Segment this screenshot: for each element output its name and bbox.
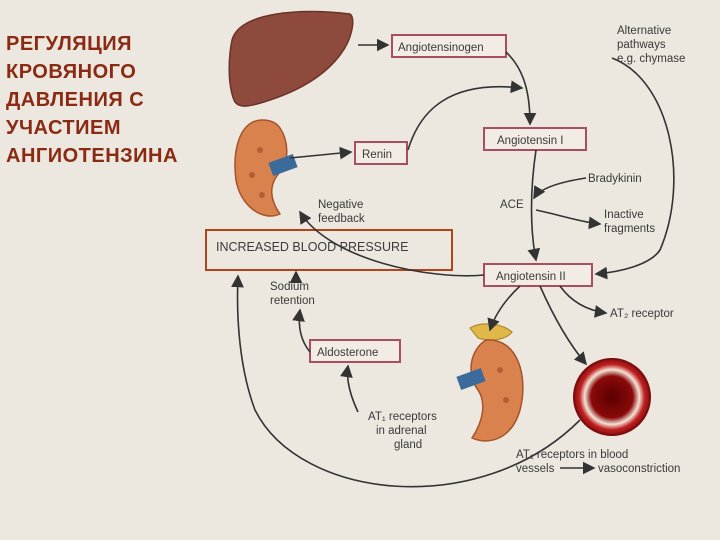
aldosterone-label: Aldosterone	[317, 347, 378, 359]
page-title: РЕГУЛЯЦИЯ КРОВЯНОГО ДАВЛЕНИЯ С УЧАСТИЕМ …	[6, 30, 206, 170]
at1-vessels-line: AT₁ receptors in blood	[516, 449, 628, 461]
title-line: ДАВЛЕНИЯ С	[6, 89, 145, 111]
at1-vessels-line: vessels	[516, 463, 555, 475]
vasoconstriction-label: vasoconstriction	[598, 463, 680, 475]
increased-bp-box	[205, 229, 453, 271]
at2-receptor-label: AT₂ receptor	[610, 308, 674, 320]
sodium-retention-line: retention	[270, 295, 315, 307]
at1-adrenal-line: in adrenal	[376, 425, 427, 437]
negative-feedback-line: Negative	[318, 199, 363, 211]
angiotensinogen-label: Angiotensinogen	[398, 42, 484, 54]
blood-vessel-cross-section	[573, 358, 651, 436]
bradykinin-label: Bradykinin	[588, 173, 642, 185]
renin-label: Renin	[362, 149, 392, 161]
sodium-retention-line: Sodium	[270, 281, 309, 293]
at1-adrenal-line: gland	[394, 439, 422, 451]
alt-pathways-line: pathways	[617, 39, 666, 51]
title-line: АНГИОТЕНЗИНА	[6, 145, 178, 167]
angiotensinogen-box	[391, 34, 507, 58]
title-line: УЧАСТИЕМ	[6, 117, 121, 139]
angiotensin-1-box	[483, 127, 587, 151]
angiotensin-2-label: Angiotensin II	[496, 271, 566, 283]
increased-bp-label: INCREASED BLOOD PRESSURE	[216, 240, 408, 254]
alt-pathways-line: e.g. chymase	[617, 53, 685, 65]
ace-label: ACE	[500, 199, 524, 211]
renin-box	[354, 141, 408, 165]
pathway-arrows	[231, 38, 675, 488]
alt-pathways-line: Alternative	[617, 25, 671, 37]
negative-feedback-line: feedback	[318, 213, 365, 225]
inactive-fragments-line: Inactive	[604, 209, 644, 221]
kidney-adrenal-illustration	[456, 323, 524, 442]
angiotensin-1-label: Angiotensin I	[497, 135, 564, 147]
at1-adrenal-line: AT₁ receptors	[368, 411, 437, 423]
liver-illustration	[228, 10, 354, 107]
title-line: РЕГУЛЯЦИЯ	[6, 33, 132, 55]
title-line: КРОВЯНОГО	[6, 61, 137, 83]
inactive-fragments-line: fragments	[604, 223, 655, 235]
kidney-illustration	[234, 119, 298, 217]
